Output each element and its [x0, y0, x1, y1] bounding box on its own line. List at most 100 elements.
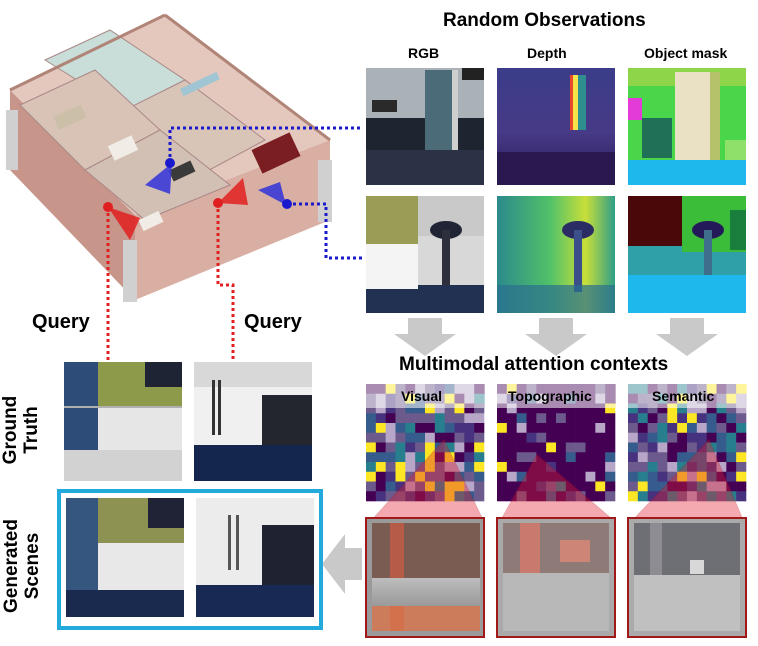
- attention-cell: [726, 442, 737, 453]
- attention-cell: [366, 403, 377, 414]
- attention-cell: [506, 423, 517, 434]
- attention-cell: [375, 442, 386, 453]
- camera-blue-2: [258, 182, 286, 205]
- attention-cell: [605, 462, 616, 473]
- attention-cell: [536, 491, 547, 502]
- floorplan-window: [180, 71, 220, 97]
- attention-cell: [526, 481, 537, 492]
- column-label-rgb: RGB: [408, 45, 440, 61]
- generated-scene-1: [66, 498, 184, 617]
- attention-cell: [474, 423, 485, 434]
- attention-cell: [405, 442, 416, 453]
- attention-cell: [497, 403, 508, 414]
- floorplan-pillar-2: [318, 160, 332, 222]
- attention-cell: [415, 491, 426, 502]
- attention-cell: [444, 432, 455, 443]
- attention-cell: [736, 452, 747, 463]
- attention-cell: [536, 403, 547, 414]
- attention-cell: [687, 462, 698, 473]
- attention-cell: [637, 471, 648, 482]
- context-scene-topographic: [496, 517, 616, 638]
- attention-cell: [526, 432, 537, 443]
- attention-cell: [628, 413, 639, 424]
- attention-cell: [516, 423, 527, 434]
- attention-cell: [405, 462, 416, 473]
- attention-cell: [464, 452, 475, 463]
- attention-cell: [565, 481, 576, 492]
- attention-cell: [425, 462, 436, 473]
- attention-cell: [575, 481, 586, 492]
- attention-cell: [696, 481, 707, 492]
- context-scene-visual: [365, 517, 485, 638]
- attention-cell: [585, 462, 596, 473]
- attention-cell: [366, 413, 377, 424]
- attention-cell: [585, 403, 596, 414]
- attention-cell: [366, 442, 377, 453]
- attention-cell: [667, 423, 678, 434]
- floorplan-table: [138, 210, 164, 232]
- attention-cell: [628, 442, 639, 453]
- attention-cell: [716, 423, 727, 434]
- attention-cell: [546, 413, 557, 424]
- attention-cell: [474, 491, 485, 502]
- attention-cell: [454, 471, 465, 482]
- attention-cell: [585, 423, 596, 434]
- attention-cell: [415, 442, 426, 453]
- attention-cell: [434, 432, 445, 443]
- attention-cell: [516, 462, 527, 473]
- attention-cell: [425, 423, 436, 434]
- attention-cell: [687, 403, 698, 414]
- attention-cell: [736, 413, 747, 424]
- attention-cell: [425, 452, 436, 463]
- attention-cell: [667, 471, 678, 482]
- attention-cell: [497, 432, 508, 443]
- attention-cell: [647, 462, 658, 473]
- attention-cell: [605, 413, 616, 424]
- attention-cell: [726, 452, 737, 463]
- attention-cell: [497, 491, 508, 502]
- attention-cell: [415, 471, 426, 482]
- attention-cell: [434, 471, 445, 482]
- multimodal-title: Multimodal attention contexts: [399, 354, 669, 375]
- attention-cell: [425, 442, 436, 453]
- attention-cell: [696, 432, 707, 443]
- attention-cell: [726, 423, 737, 434]
- attention-cell: [657, 462, 668, 473]
- rgb-obs-2: [366, 196, 484, 313]
- attention-cell: [395, 403, 406, 414]
- attention-cell: [706, 442, 717, 453]
- attention-label-topographic: Topographic: [508, 388, 592, 404]
- attention-cell: [647, 432, 658, 443]
- attention-cell: [497, 442, 508, 453]
- attention-cell: [425, 481, 436, 492]
- attention-cell: [497, 481, 508, 492]
- attention-label-band: [366, 384, 484, 408]
- attention-cell: [595, 471, 606, 482]
- attention-cell: [415, 462, 426, 473]
- attention-cell: [637, 413, 648, 424]
- attention-cell: [425, 403, 436, 414]
- attention-cell: [454, 442, 465, 453]
- attention-cell: [687, 491, 698, 502]
- attention-cell: [546, 452, 557, 463]
- attention-cell: [647, 403, 658, 414]
- attention-cell: [506, 403, 517, 414]
- attention-cell: [526, 462, 537, 473]
- attention-cell: [716, 491, 727, 502]
- query-label-left: Query: [32, 311, 90, 333]
- attention-cell: [474, 413, 485, 424]
- attention-cell: [716, 413, 727, 424]
- attention-cell: [474, 432, 485, 443]
- attention-cell: [464, 462, 475, 473]
- side-label-truth: Truth: [21, 406, 42, 454]
- attention-cell: [575, 452, 586, 463]
- attention-cell: [696, 471, 707, 482]
- attention-cell: [464, 432, 475, 443]
- connector-blue-bottom: [287, 202, 362, 260]
- attention-cell: [696, 423, 707, 434]
- attention-cell: [677, 413, 688, 424]
- attention-cell: [706, 462, 717, 473]
- attention-cell: [464, 423, 475, 434]
- attention-cell: [736, 442, 747, 453]
